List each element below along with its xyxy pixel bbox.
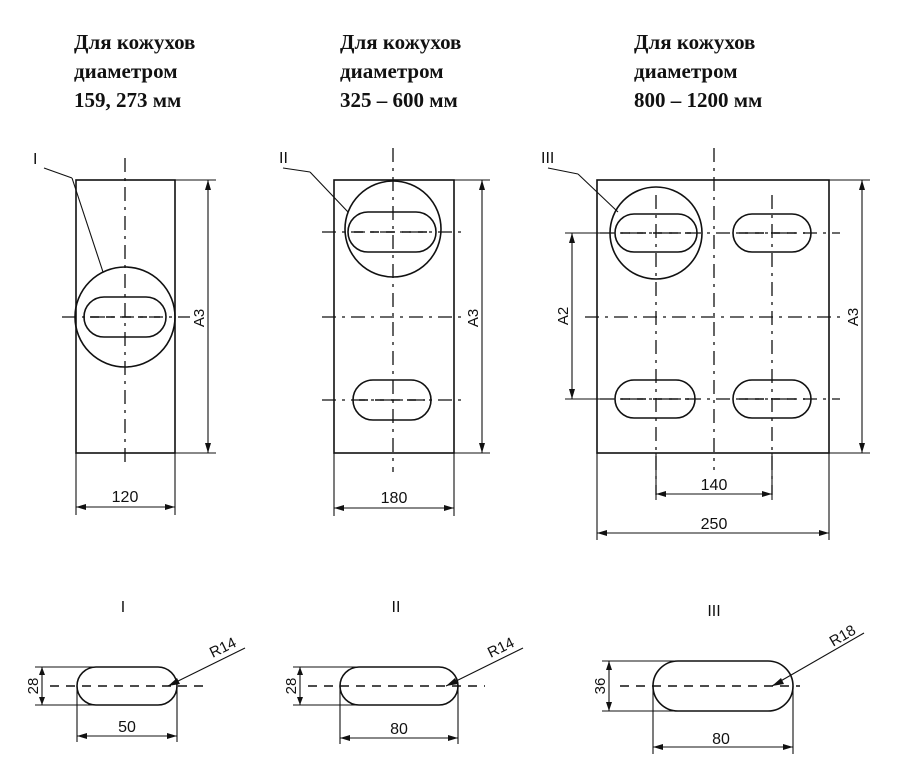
detail-1-length-label: 50 — [118, 719, 136, 736]
plate-1-detail-circle — [74, 266, 176, 368]
detail-3-length-label: 80 — [712, 731, 730, 748]
detail-1: I 28 50 R14 — [25, 599, 246, 742]
plate-2-detail-circle — [344, 180, 442, 278]
detail-3-radius-arrow — [772, 678, 784, 686]
plate-2-top-slot — [347, 211, 437, 253]
heading-2-line-3: 325 – 600 мм — [340, 88, 458, 112]
heading-3: Для кожухов диаметром 800 – 1200 мм — [634, 28, 762, 115]
detail-1-length-arrow-left — [77, 733, 87, 739]
plate-1-width-label: 120 — [112, 489, 139, 506]
detail-2-length-label: 80 — [390, 721, 408, 738]
detail-3-length-arrow-left — [653, 744, 663, 750]
detail-2-length-arrow-right — [448, 735, 458, 741]
detail-1-radius-arrow — [168, 678, 180, 686]
heading-2-line-2: диаметром — [340, 59, 444, 83]
detail-3-height-arrow-bottom — [606, 702, 612, 711]
plate-3: III A2 A3 140 250 — [541, 148, 870, 540]
heading-1-line-2: диаметром — [74, 59, 178, 83]
detail-3-height-label: 36 — [592, 678, 609, 695]
plate-2-width-arrow-right — [444, 505, 454, 511]
plate-3-pitch-label: A2 — [555, 307, 572, 325]
heading-2: Для кожухов диаметром 325 – 600 мм — [340, 28, 461, 115]
detail-2-view-label: II — [392, 599, 401, 616]
detail-2-height-arrow-top — [297, 667, 303, 675]
detail-2-radius-leader — [445, 647, 524, 687]
detail-1-height-label: 28 — [25, 678, 42, 695]
plate-3-callout-leader — [577, 173, 619, 213]
plate-3-spacing-arrow-left — [656, 491, 666, 497]
detail-3-height-arrow-top — [606, 661, 612, 670]
plate-3-height-arrow-bottom — [859, 443, 865, 453]
plate-2-width-label: 180 — [381, 490, 408, 507]
plate-3-height-label: A3 — [845, 308, 862, 326]
plate-1-height-arrow-bottom — [205, 443, 211, 453]
heading-1: Для кожухов диаметром 159, 273 мм — [74, 28, 195, 115]
heading-1-line-3: 159, 273 мм — [74, 88, 182, 112]
plate-3-callout-label: III — [541, 150, 554, 167]
detail-1-radius-leader — [167, 647, 246, 687]
plate-2-callout-shelf — [282, 167, 311, 173]
detail-3-radius-leader — [771, 632, 865, 687]
heading-3-line-1: Для кожухов — [634, 30, 756, 54]
plate-2-width-arrow-left — [334, 505, 344, 511]
plate-1-callout-shelf — [43, 167, 73, 179]
plate-2: II 180 A3 — [279, 148, 490, 516]
detail-1-height-arrow-bottom — [39, 697, 45, 705]
plate-2-height-label: A3 — [465, 309, 482, 327]
detail-1-view-label: I — [121, 599, 125, 616]
plate-2-callout-leader — [309, 171, 349, 213]
detail-2-height-arrow-bottom — [297, 697, 303, 705]
heading-3-line-2: диаметром — [634, 59, 738, 83]
plate-3-slot-bottom-right — [732, 379, 812, 419]
plate-1-slot — [83, 296, 167, 338]
plate-3-pitch-arrow-top — [569, 233, 575, 243]
detail-2: II 28 80 R14 — [283, 599, 524, 744]
plate-3-width-arrow-left — [597, 530, 607, 536]
detail-2-height-label: 28 — [283, 678, 300, 695]
heading-2-line-1: Для кожухов — [340, 30, 462, 54]
plate-3-width-label: 250 — [701, 516, 728, 533]
plate-3-callout-shelf — [547, 167, 579, 175]
detail-3-view-label: III — [707, 603, 720, 620]
plate-3-spacing-arrow-right — [762, 491, 772, 497]
plate-1-width-arrow-left — [76, 504, 86, 510]
plate-3-height-arrow-top — [859, 180, 865, 190]
plate-1: I 120 A3 — [33, 151, 216, 515]
plate-1-callout-label: I — [33, 151, 37, 168]
detail-2-radius-arrow — [446, 678, 458, 686]
plate-1-height-label: A3 — [191, 309, 208, 327]
detail-3-length-arrow-right — [783, 744, 793, 750]
plate-2-bottom-slot — [352, 379, 432, 421]
plate-1-width-arrow-right — [165, 504, 175, 510]
detail-1-height-arrow-top — [39, 667, 45, 675]
plate-3-slot-top-right — [732, 213, 812, 253]
plate-1-height-arrow-top — [205, 180, 211, 190]
heading-1-line-1: Для кожухов — [74, 30, 196, 54]
heading-3-line-3: 800 – 1200 мм — [634, 88, 763, 112]
plate-3-spacing-label: 140 — [701, 477, 728, 494]
detail-2-radius-label: R14 — [485, 634, 517, 661]
plate-2-height-arrow-top — [479, 180, 485, 190]
plate-1-callout-leader — [71, 177, 104, 273]
detail-2-length-arrow-left — [340, 735, 350, 741]
detail-3-radius-label: R18 — [827, 622, 859, 650]
detail-1-length-arrow-right — [167, 733, 177, 739]
plate-3-pitch-arrow-bottom — [569, 389, 575, 399]
plate-3-width-arrow-right — [819, 530, 829, 536]
plate-2-height-arrow-bottom — [479, 443, 485, 453]
detail-1-radius-label: R14 — [207, 634, 239, 661]
plate-2-callout-label: II — [279, 150, 288, 167]
detail-3: III 36 80 R18 — [592, 603, 865, 754]
